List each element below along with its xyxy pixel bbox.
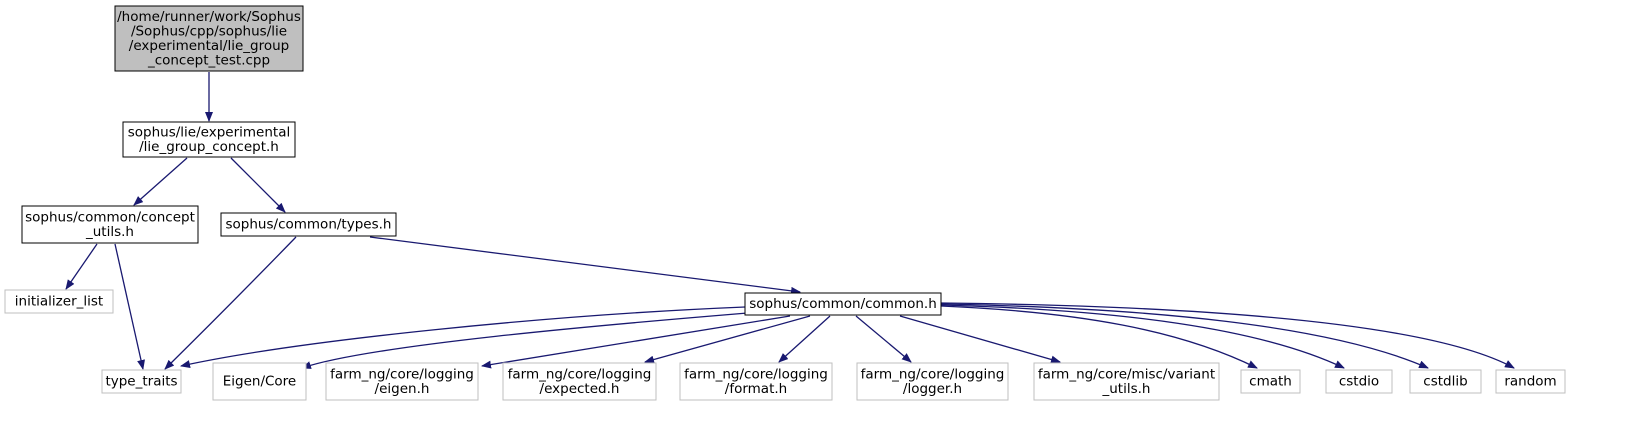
edge-types-to-common [369,236,801,295]
edge-common-to-cmath [940,305,1258,369]
edge-common-to-cstdio [940,304,1345,369]
node-label-root-line-1: /Sophus/cpp/sophus/lie [131,23,287,39]
node-random[interactable]: random [1495,369,1566,394]
edge-concept_utils-to-type_traits [114,243,145,370]
node-logging_format[interactable]: farm_ng/core/logging/format.h [679,362,833,401]
node-label-logging_expected-line-0: farm_ng/core/logging [508,366,652,382]
node-label-lie_group_concept-line-0: sophus/lie/experimental [128,124,290,140]
node-common[interactable]: sophus/common/common.h [744,292,942,316]
node-box-cstdio [1325,369,1393,394]
node-label-lie_group_concept-line-1: /lie_group_concept.h [139,139,279,155]
node-box-eigen_core [212,362,307,401]
node-label-variant_utils-line-1: _utils.h [1102,381,1151,397]
node-box-logging_eigen [325,362,479,401]
node-label-variant_utils-line-0: farm_ng/core/misc/variant [1038,366,1215,382]
node-label-logging_eigen-line-0: farm_ng/core/logging [330,366,474,382]
node-label-logging_format-line-0: farm_ng/core/logging [684,366,828,382]
edges-layer [65,72,1515,370]
node-label-concept_utils-line-1: _utils.h [85,224,134,240]
node-box-logging_format [679,362,833,401]
node-label-random-line-0: random [1504,374,1556,390]
nodes-layer: /home/runner/work/Sophus/Sophus/cpp/soph… [4,5,1566,401]
node-box-initializer_list [4,289,114,314]
node-label-logging_expected-line-1: /expected.h [540,381,620,397]
edge-common-to-logging_format [778,315,831,363]
node-label-concept_utils-line-0: sophus/common/concept [25,209,195,225]
node-box-lie_group_concept [122,121,296,158]
node-type_traits[interactable]: type_traits [101,369,182,394]
edge-lie_group_concept-to-concept_utils [133,157,188,206]
edge-common-to-cstdlib [940,303,1429,369]
node-label-cmath-line-0: cmath [1249,374,1292,390]
node-box-type_traits [101,369,182,394]
node-logging_eigen[interactable]: farm_ng/core/logging/eigen.h [325,362,479,401]
node-label-logging_logger-line-0: farm_ng/core/logging [861,366,1005,382]
node-box-common [744,292,942,316]
node-label-logging_eigen-line-1: /eigen.h [375,381,430,397]
node-root[interactable]: /home/runner/work/Sophus/Sophus/cpp/soph… [114,5,304,72]
node-box-logging_expected [502,362,657,401]
node-eigen_core[interactable]: Eigen/Core [212,362,307,401]
node-label-logging_logger-line-1: /logger.h [903,381,962,397]
node-label-type_traits-line-0: type_traits [105,374,177,390]
node-label-root-line-2: /experimental/lie_group [129,38,289,54]
edge-concept_utils-to-initializer_list [65,243,98,290]
node-lie_group_concept[interactable]: sophus/lie/experimental/lie_group_concep… [122,121,296,158]
edge-common-to-logging_eigen [481,315,791,369]
node-label-cstdlib-line-0: cstdlib [1423,374,1467,390]
node-label-logging_format-line-1: /format.h [725,381,787,397]
node-concept_utils[interactable]: sophus/common/concept_utils.h [21,205,199,244]
node-label-common-line-0: sophus/common/common.h [749,296,937,312]
edge-common-to-logging_expected [644,315,811,364]
node-label-types-line-0: sophus/common/types.h [226,217,392,233]
edge-common-to-random [940,302,1515,369]
node-logging_logger[interactable]: farm_ng/core/logging/logger.h [856,362,1009,401]
node-variant_utils[interactable]: farm_ng/core/misc/variant_utils.h [1033,362,1220,401]
node-types[interactable]: sophus/common/types.h [220,212,397,237]
node-box-logging_logger [856,362,1009,401]
node-cstdlib[interactable]: cstdlib [1409,369,1482,394]
node-label-root-line-0: /home/runner/work/Sophus [117,9,301,25]
edge-common-to-eigen_core [301,311,761,369]
node-cmath[interactable]: cmath [1240,369,1301,394]
node-logging_expected[interactable]: farm_ng/core/logging/expected.h [502,362,657,401]
edge-common-to-type_traits [180,306,746,368]
node-box-cmath [1240,369,1301,394]
edge-common-to-logging_logger [855,315,912,363]
node-label-root-line-3: _concept_test.cpp [147,52,270,68]
node-cstdio[interactable]: cstdio [1325,369,1393,394]
node-initializer_list[interactable]: initializer_list [4,289,114,314]
node-label-eigen_core-line-0: Eigen/Core [223,374,297,390]
node-label-cstdio-line-0: cstdio [1339,374,1379,390]
node-box-types [220,212,397,237]
node-box-concept_utils [21,205,199,244]
node-box-root [114,5,304,72]
node-box-cstdlib [1409,369,1482,394]
edge-types-to-type_traits [164,236,297,370]
node-box-random [1495,369,1566,394]
node-box-variant_utils [1033,362,1220,401]
node-label-initializer_list-line-0: initializer_list [15,294,103,310]
edge-common-to-variant_utils [899,315,1061,364]
edge-lie_group_concept-to-types [230,157,286,213]
